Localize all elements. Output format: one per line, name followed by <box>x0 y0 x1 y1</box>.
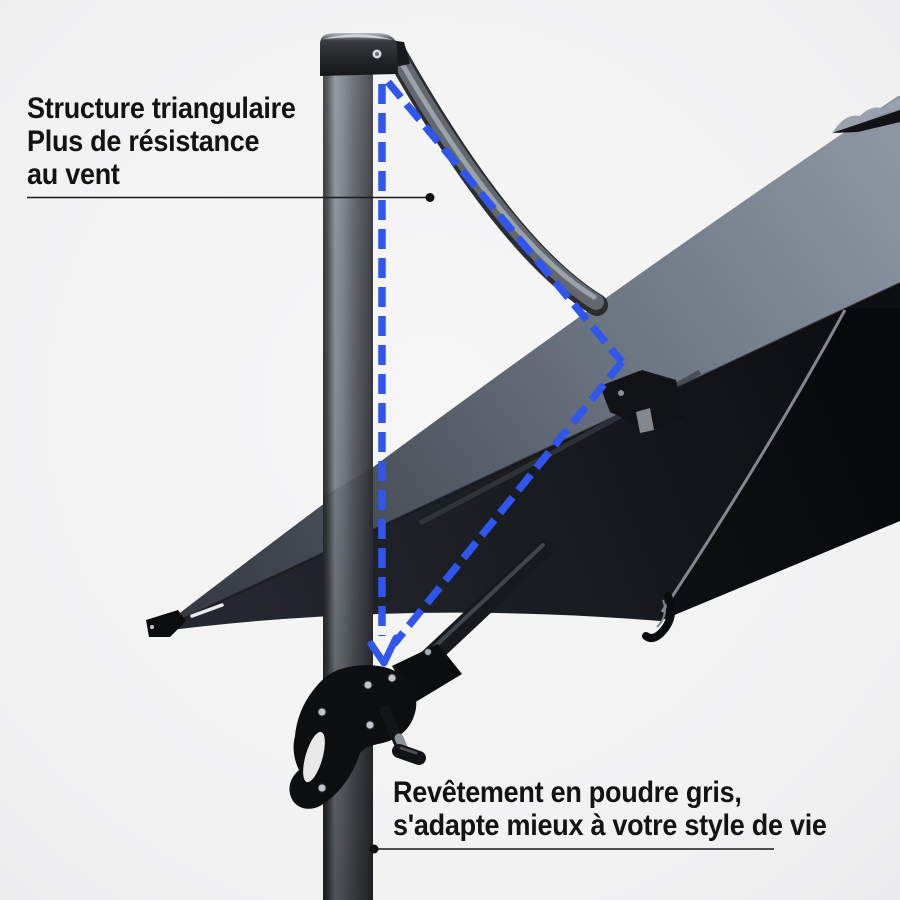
arrow-down-icon <box>367 634 400 667</box>
canopy-seam-highlight <box>660 309 847 613</box>
coating-callout: Revêtement en poudre gris, s'adapte mieu… <box>393 776 827 842</box>
triangle-annotation <box>367 79 625 667</box>
structure-callout-line1: Structure triangulaire <box>27 92 296 125</box>
front-rib-end-cap <box>642 592 676 643</box>
structure-callout-line2: Plus de résistance <box>27 125 260 158</box>
pole-top-cap <box>320 33 410 76</box>
housing-screws <box>317 673 397 793</box>
canopy-right-panel-shadow <box>660 308 900 621</box>
structure-callout-line3: au vent <box>27 158 120 191</box>
left-rib-end-cap <box>146 603 224 637</box>
crank-housing <box>289 665 426 809</box>
leader-lines <box>27 193 774 854</box>
handle-cutout <box>303 731 325 783</box>
triangle-hypotenuse-dash <box>385 79 625 365</box>
leader-dot-bottom <box>369 844 379 854</box>
triangle-lower-dash <box>391 359 625 647</box>
canopy-peak-flap <box>832 99 900 133</box>
canopy-ridge <box>154 282 900 633</box>
coating-callout-line1: Revêtement en poudre gris, <box>393 776 742 809</box>
crank-handle <box>373 700 426 765</box>
leader-dot-top <box>425 193 435 202</box>
structure-callout: Structure triangulaire Plus de résistanc… <box>27 92 296 191</box>
canopy-hub <box>600 370 685 433</box>
coating-callout-line2: s'adapte mieux à votre style de vie <box>393 809 827 842</box>
arm-screw <box>424 648 432 656</box>
